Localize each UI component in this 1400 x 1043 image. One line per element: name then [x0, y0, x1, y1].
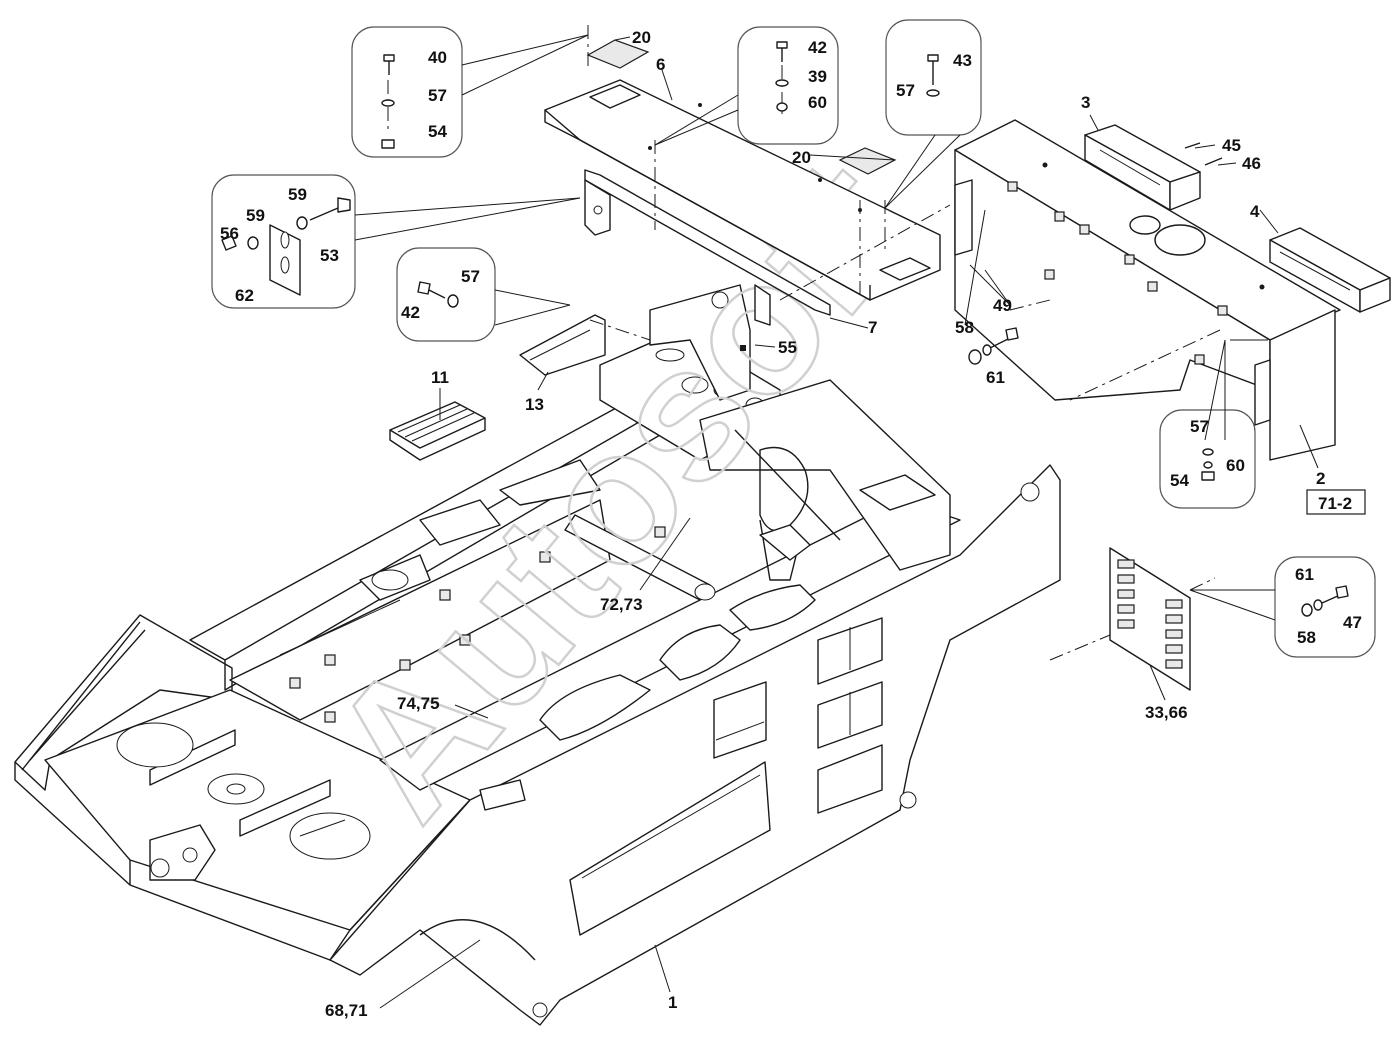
label-part-57a: 57	[896, 81, 915, 100]
label-part-55: 55	[778, 338, 797, 357]
part-6-top-plate	[544, 79, 941, 301]
label-part-53: 53	[320, 246, 339, 265]
label-part-57c: 57	[461, 267, 480, 286]
label-part-42b: 42	[401, 303, 420, 322]
label-part-13: 13	[525, 395, 544, 414]
part-2-console	[954, 119, 1341, 461]
label-part-54b: 54	[1170, 471, 1189, 490]
label-part-59b: 59	[246, 206, 265, 225]
label-part-58a: 58	[955, 318, 974, 337]
callout-fasteners-40-57-54	[351, 26, 463, 158]
callout-fasteners-57-60-54	[1159, 409, 1256, 509]
label-part-40: 40	[428, 48, 447, 67]
label-part-20a: 20	[632, 28, 651, 47]
label-part-7: 7	[868, 318, 877, 337]
callout-fasteners-42-57	[396, 247, 496, 342]
label-part-61a: 61	[986, 368, 1005, 387]
label-part-39: 39	[808, 67, 827, 86]
label-part-6: 6	[656, 55, 665, 74]
leader-lines	[354, 25, 1319, 1009]
part-3-box	[1084, 124, 1201, 211]
part-4-box	[1269, 227, 1391, 313]
label-part-74-75: 74,75	[397, 694, 440, 713]
part-33-66-panel	[1109, 547, 1191, 691]
label-part-45: 45	[1222, 136, 1241, 155]
label-part-20b: 20	[792, 148, 811, 167]
label-part-1: 1	[668, 993, 677, 1012]
part-7-rail	[584, 169, 831, 326]
part-11-step	[389, 401, 486, 461]
label-part-57b: 57	[428, 86, 447, 105]
label-part-72-73: 72,73	[600, 595, 643, 614]
label-part-60a: 60	[808, 93, 827, 112]
label-part-58b: 58	[1297, 628, 1316, 647]
fastener-glyphs	[221, 41, 1349, 617]
part-13-bracket	[519, 314, 606, 376]
label-part-62: 62	[235, 286, 254, 305]
label-part-57d: 57	[1190, 417, 1209, 436]
label-part-2: 2	[1316, 469, 1325, 488]
label-part-61b: 61	[1295, 565, 1314, 584]
part-number-labels: 20 6 42 39 60 20 43 57 40 57 54 3 45 46 …	[220, 28, 1362, 1020]
callout-fasteners-61-58-47	[1274, 556, 1376, 658]
label-part-4: 4	[1250, 202, 1260, 221]
label-part-54a: 54	[428, 122, 447, 141]
label-part-3: 3	[1081, 93, 1090, 112]
label-part-59a: 59	[288, 185, 307, 204]
part-20-pad-a	[586, 39, 650, 69]
label-part-43: 43	[953, 51, 972, 70]
label-part-33-66: 33,66	[1145, 703, 1188, 722]
label-part-56: 56	[220, 224, 239, 243]
label-part-60b: 60	[1226, 456, 1245, 475]
label-part-11: 11	[431, 368, 449, 387]
callout-fasteners-42-39-60	[737, 26, 839, 145]
reference-box-label: 71-2	[1318, 494, 1352, 513]
label-part-46: 46	[1242, 154, 1261, 173]
label-part-68-71: 68,71	[325, 1001, 368, 1020]
label-part-49: 49	[993, 296, 1012, 315]
label-part-42a: 42	[808, 38, 827, 57]
label-part-47: 47	[1343, 613, 1362, 632]
main-frame	[14, 284, 1061, 1026]
reference-box: 71-2	[1306, 489, 1366, 515]
